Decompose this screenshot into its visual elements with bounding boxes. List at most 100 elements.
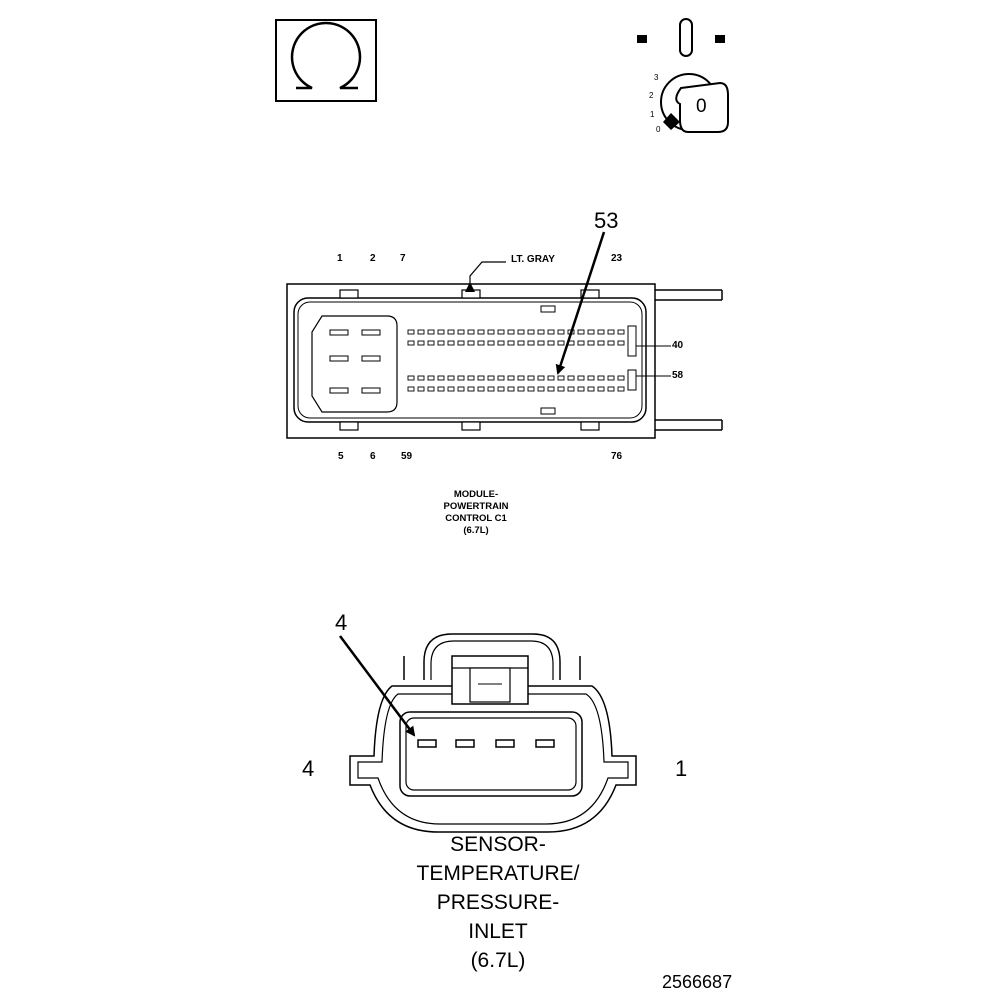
pcm-pin-cavity — [507, 386, 515, 392]
pcm-caption-line: POWERTRAIN — [443, 501, 509, 512]
pcm-pin-cavity — [517, 340, 525, 346]
pcm-pin-cavity — [437, 340, 445, 346]
pcm-caption: MODULE- POWERTRAIN CONTROL C1 (6.7L) — [416, 489, 536, 537]
pcm-side-pin-40: 40 — [672, 340, 684, 351]
pcm-pin-cavity — [517, 375, 525, 381]
pcm-pin-cavity — [407, 340, 415, 346]
pcm-pin-cavity — [477, 375, 485, 381]
sensor-pin-label-left: 4 — [302, 756, 315, 781]
pcm-bottom-pin-59: 59 — [401, 451, 413, 462]
pcm-pin-cavity — [477, 340, 485, 346]
pcm-pin-cavity — [567, 386, 575, 392]
pcm-pin-cavity — [577, 340, 585, 346]
pcm-pin-cavity — [597, 375, 605, 381]
pcm-pin-cavity — [587, 329, 595, 335]
pcm-pin-cavity — [497, 386, 505, 392]
pcm-pin-cavity — [497, 340, 505, 346]
pcm-pin-cavity — [487, 386, 495, 392]
pcm-pin-cavity — [447, 386, 455, 392]
pcm-pin-cavity — [497, 375, 505, 381]
ohmmeter-icon — [275, 19, 377, 102]
sensor-caption: SENSOR- TEMPERATURE/ PRESSURE- INLET (6.… — [368, 830, 628, 975]
pcm-pin-cavity — [447, 340, 455, 346]
sensor-caption-line: (6.7L) — [470, 949, 526, 972]
sensor-callout-pin-4: 4 — [335, 610, 348, 635]
pcm-top-pin-23: 23 — [611, 253, 623, 264]
pcm-bottom-pin-6: 6 — [370, 451, 376, 462]
pcm-pin-cavity — [557, 375, 565, 381]
sensor-pin-cavity — [495, 739, 515, 748]
pcm-caption-line: MODULE- — [453, 489, 499, 500]
pcm-bottom-pin-76: 76 — [611, 451, 623, 462]
pcm-pin-cavity — [547, 329, 555, 335]
pcm-pin-cavities — [407, 329, 625, 392]
pcm-pin-cavity — [487, 375, 495, 381]
sensor-caption-line: PRESSURE- — [436, 891, 560, 914]
pcm-pin-cavity — [417, 386, 425, 392]
pcm-pin-cavity — [607, 386, 615, 392]
pcm-pin-cavity — [467, 329, 475, 335]
pcm-pin-cavity — [577, 329, 585, 335]
pcm-pin-cavity — [577, 386, 585, 392]
pcm-pin-cavity — [557, 340, 565, 346]
pcm-pin-cavity — [537, 329, 545, 335]
figure-number: 2566687 — [662, 972, 733, 992]
sensor-pin-cavity — [535, 739, 555, 748]
pcm-pin-cavity — [607, 329, 615, 335]
ignition-key-label: 0 — [696, 96, 707, 117]
pcm-pin-cavity — [437, 329, 445, 335]
pcm-pin-cavity — [567, 375, 575, 381]
pcm-pin-cavity — [517, 329, 525, 335]
ignition-pos-0: 0 — [656, 125, 661, 134]
pcm-pin-cavity — [407, 375, 415, 381]
pcm-pin-cavity — [477, 386, 485, 392]
pcm-caption-line: (6.7L) — [463, 525, 489, 536]
sensor-caption-line: SENSOR- — [450, 833, 546, 856]
pcm-pin-cavity — [617, 375, 625, 381]
pcm-color-label: LT. GRAY — [511, 254, 555, 265]
pcm-pin-cavity — [437, 375, 445, 381]
pcm-pin-cavity — [487, 329, 495, 335]
pcm-pin-cavity — [547, 340, 555, 346]
pcm-pin-cavity — [617, 386, 625, 392]
pcm-pin-cavity — [607, 340, 615, 346]
pcm-pin-cavity — [467, 375, 475, 381]
pcm-pin-cavity — [517, 386, 525, 392]
pcm-pin-cavity — [507, 340, 515, 346]
pcm-pin-cavity — [617, 329, 625, 335]
pcm-pin-cavity — [537, 386, 545, 392]
pcm-pin-cavity — [597, 340, 605, 346]
pcm-pin-cavity — [587, 340, 595, 346]
pcm-side-pin-58: 58 — [672, 370, 684, 381]
sensor-pin-cavity — [455, 739, 475, 748]
pcm-pin-cavity — [617, 340, 625, 346]
pcm-pin-cavity — [487, 340, 495, 346]
pcm-top-pin-1: 1 — [337, 253, 343, 264]
sensor-caption-line: TEMPERATURE/ — [416, 862, 580, 885]
pcm-pin-cavity — [457, 375, 465, 381]
pcm-bottom-pin-5: 5 — [338, 451, 344, 462]
ignition-pos-3: 3 — [654, 73, 659, 82]
pcm-pin-cavity — [407, 329, 415, 335]
pcm-pin-cavity — [477, 329, 485, 335]
pcm-pin-cavity — [547, 375, 555, 381]
sensor-pin-label-right: 1 — [675, 756, 688, 781]
pcm-pin-cavity — [457, 386, 465, 392]
pcm-pin-cavity — [417, 329, 425, 335]
pcm-pin-cavity — [547, 386, 555, 392]
ignition-switch-icon — [637, 18, 729, 133]
ignition-pos-2: 2 — [649, 91, 654, 100]
sensor-caption-line: INLET — [468, 920, 528, 943]
pcm-pin-cavity — [577, 375, 585, 381]
pcm-caption-line: CONTROL C1 — [445, 513, 507, 524]
pcm-pin-cavity — [427, 386, 435, 392]
pcm-pin-cavity — [587, 375, 595, 381]
pcm-pin-cavity — [417, 375, 425, 381]
pcm-pin-cavity — [427, 329, 435, 335]
pcm-pin-cavity — [527, 340, 535, 346]
pcm-pin-cavity — [467, 340, 475, 346]
pcm-pin-cavity — [537, 375, 545, 381]
sensor-connector — [338, 633, 637, 833]
pcm-pin-cavity — [597, 386, 605, 392]
